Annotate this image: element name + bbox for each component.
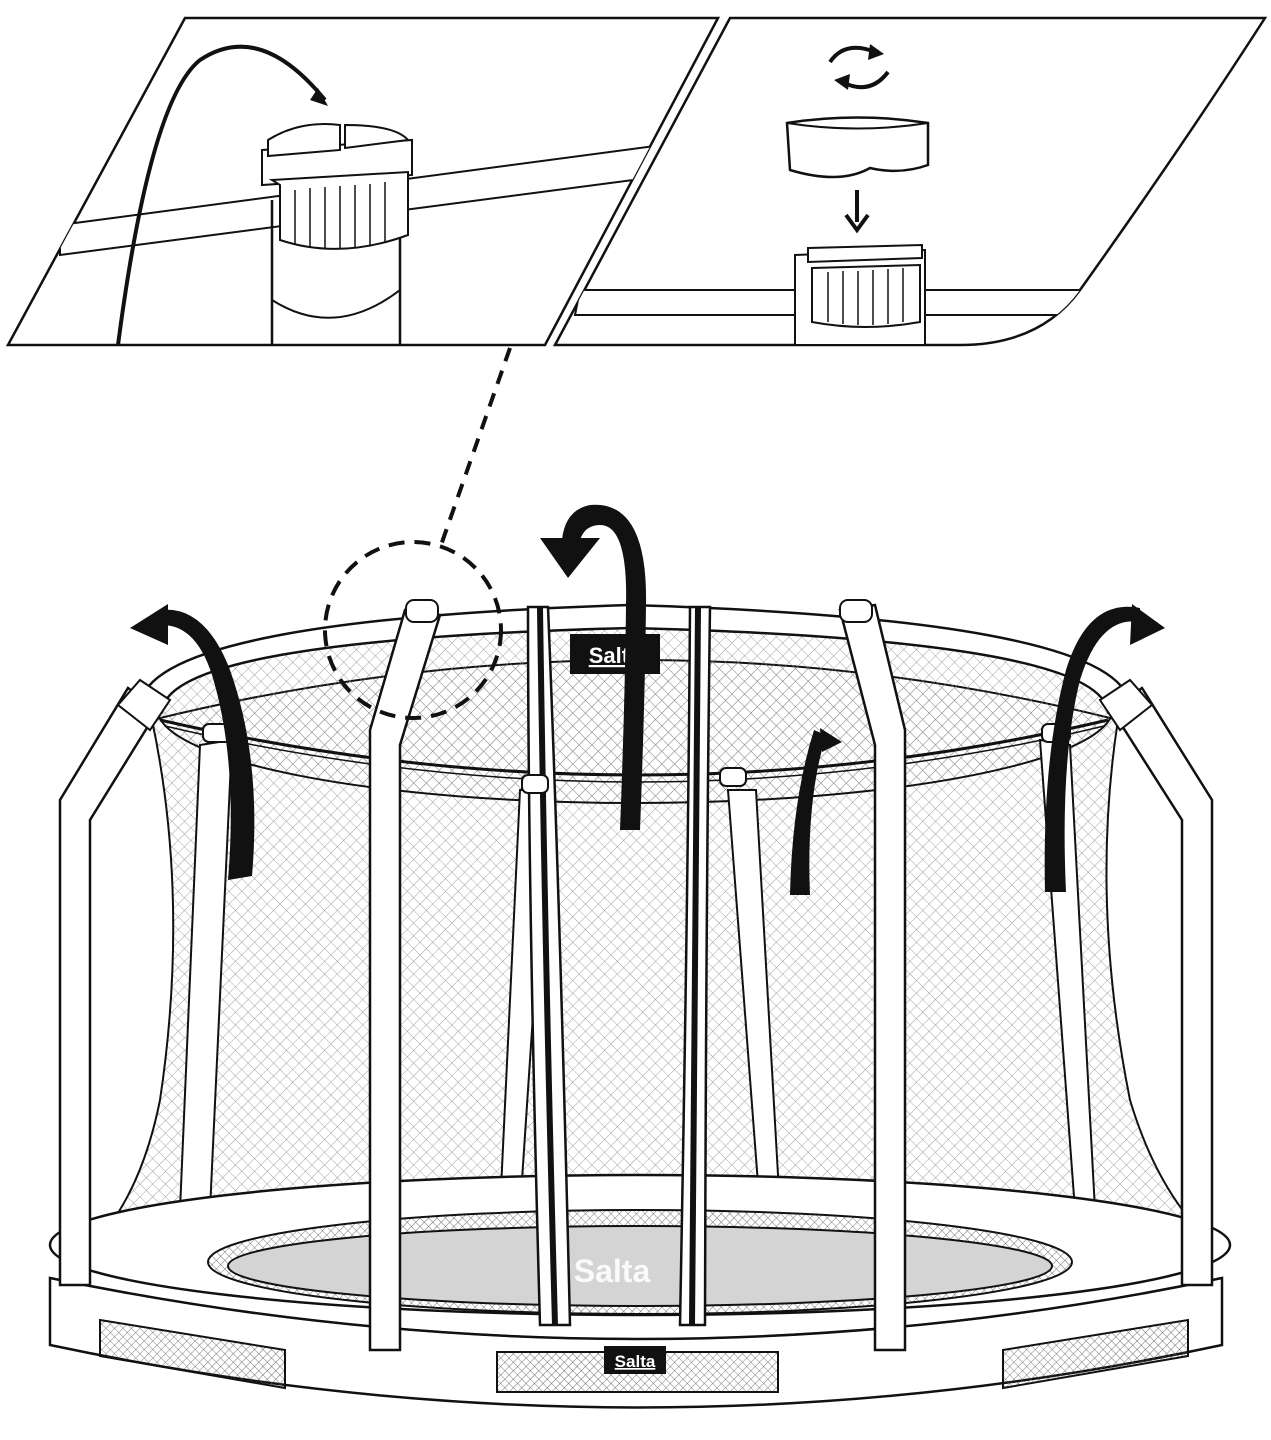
- strap-arrows: [130, 504, 1165, 895]
- curved-arrow-icon: [1044, 606, 1140, 892]
- door-zip-left: [537, 607, 558, 1326]
- door-zip-right: [689, 607, 701, 1326]
- leader-line: [438, 347, 512, 549]
- trampoline: Salta Salta: [48, 599, 1232, 1409]
- curved-arrow-icon: [562, 504, 647, 830]
- down-arrow-icon: [844, 190, 870, 234]
- frame-brand-tag: [604, 1346, 666, 1374]
- detail-panel-right: [552, 16, 1268, 347]
- curved-arrow-icon: [160, 609, 255, 880]
- frame-brand-label: Salta: [615, 1352, 656, 1371]
- detail-highlight-circle: [323, 540, 503, 720]
- curved-arrow-icon: [310, 88, 328, 106]
- mat-brand-print: Salta: [574, 1253, 651, 1289]
- detail-panel-left: [5, 16, 721, 347]
- jumping-mat: [227, 1225, 1053, 1307]
